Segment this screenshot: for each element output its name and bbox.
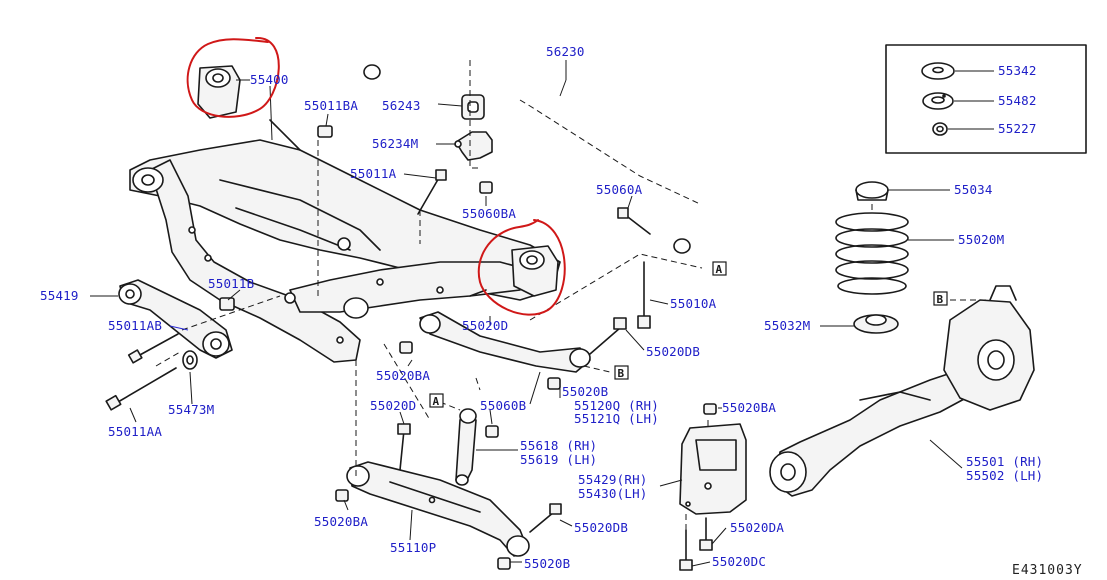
bolt-55020db-icon <box>589 317 627 355</box>
svg-text:A: A <box>716 263 723 276</box>
nut-55060b-icon <box>485 425 499 438</box>
label-55011ba[interactable]: 55011BA <box>304 98 358 113</box>
label-55482[interactable]: 55482 <box>998 93 1037 108</box>
label-55020ba-upper[interactable]: 55020BA <box>376 368 430 383</box>
label-55020b-upper[interactable]: 55020B <box>562 384 608 399</box>
label-55020db-lower[interactable]: 55020DB <box>574 520 628 535</box>
nut-55020ba-bracket-icon <box>703 403 717 415</box>
label-55060b[interactable]: 55060B <box>480 398 526 413</box>
stabilizer-clamp <box>454 131 493 161</box>
bolt-55020dc-icon <box>679 529 693 571</box>
label-55060a[interactable]: 55060A <box>596 182 643 197</box>
bolt-55011a-icon <box>417 169 447 215</box>
bolt-55020da-icon <box>699 517 713 551</box>
nut-55020b-icon <box>547 377 561 390</box>
label-55032m[interactable]: 55032M <box>764 318 810 333</box>
label-55618[interactable]: 55618 (RH) <box>520 438 597 453</box>
nut-55020b-lower-icon <box>497 557 511 570</box>
bolt-55011ab-icon <box>127 333 179 364</box>
label-55060ba[interactable]: 55060BA <box>462 206 516 221</box>
bolt-55060a-icon <box>617 207 651 235</box>
label-55110p[interactable]: 55110P <box>390 540 436 555</box>
label-55020m[interactable]: 55020M <box>958 232 1004 247</box>
inset-frame <box>885 44 1087 154</box>
svg-text:B: B <box>937 293 944 306</box>
label-55020b-lower[interactable]: 55020B <box>524 556 570 571</box>
washer-55482-icon <box>922 92 954 110</box>
nut-55020ba-lower-icon <box>335 489 349 502</box>
label-55034[interactable]: 55034 <box>954 182 993 197</box>
leader-lines <box>90 60 963 567</box>
spring-seat-55032m <box>853 314 899 334</box>
reference-marker-b-2: B <box>933 291 948 306</box>
stabilizer-bar <box>363 45 729 254</box>
red-circle-right-mount <box>477 219 566 316</box>
stabilizer-bushing <box>461 94 485 120</box>
diagram-code: E431003Y <box>1012 563 1083 578</box>
label-55011a[interactable]: 55011A <box>350 166 397 181</box>
part-labels: 55400 56230 55011BA 56243 56243 56234M 5… <box>40 44 1043 571</box>
bolt-55011aa-icon <box>105 367 177 411</box>
label-55429[interactable]: 55429(RH) <box>578 472 648 487</box>
reference-marker-a-2: A <box>429 393 444 408</box>
assembly-lines <box>155 60 990 530</box>
label-55419[interactable]: 55419 <box>40 288 79 303</box>
inset-box: 55342 55482 55227 <box>885 44 1087 154</box>
reference-marker-b-1: B <box>614 365 629 380</box>
label-55619[interactable]: 55619 (LH) <box>520 452 597 467</box>
label-55502[interactable]: 55502 (LH) <box>966 468 1043 483</box>
bolt-55020d-icon <box>397 423 411 471</box>
nut-55020ba-icon <box>399 341 413 354</box>
red-circle-left-mount <box>186 36 280 118</box>
label-55011b[interactable]: 55011B <box>208 276 254 291</box>
label-56230[interactable]: 56230 <box>546 44 585 59</box>
label-56234m[interactable]: 56234M <box>372 136 418 151</box>
label-55020ba-bracket[interactable]: 55020BA <box>722 400 776 415</box>
nut-55011b-icon <box>219 297 235 311</box>
lower-link-55110p <box>346 461 530 557</box>
label-55020db-upper[interactable]: 55020DB <box>646 344 700 359</box>
washer-55227-icon <box>932 122 948 136</box>
label-55400[interactable]: 55400 <box>250 72 289 87</box>
label-55020ba-lower[interactable]: 55020BA <box>314 514 368 529</box>
label-55010a[interactable]: 55010A <box>670 296 717 311</box>
label-55342[interactable]: 55342 <box>998 63 1037 78</box>
svg-text:A: A <box>433 395 440 408</box>
label-55121q[interactable]: 55121Q (LH) <box>574 411 659 426</box>
label-55020da[interactable]: 55020DA <box>730 520 784 535</box>
svg-text:B: B <box>618 367 625 380</box>
rear-subframe <box>129 65 561 363</box>
nut-55011ba-icon <box>317 125 333 138</box>
bracket-55429 <box>679 423 747 515</box>
label-55227[interactable]: 55227 <box>998 121 1037 136</box>
label-55430[interactable]: 55430(LH) <box>578 486 648 501</box>
label-55011aa[interactable]: 55011AA <box>108 424 162 439</box>
lower-link-55419 <box>118 279 233 359</box>
nut-55060ba-icon <box>479 181 493 194</box>
knuckle <box>943 285 1035 411</box>
toe-link-55618 <box>455 408 477 486</box>
washer-55342-icon <box>921 62 955 80</box>
label-55473m[interactable]: 55473M <box>168 402 214 417</box>
label-55501[interactable]: 55501 (RH) <box>966 454 1043 469</box>
upper-link-55120q <box>419 289 591 373</box>
bolt-55010a-icon <box>637 261 651 329</box>
label-55020d-upper[interactable]: 55020D <box>462 318 508 333</box>
bump-stop-55034 <box>855 181 889 201</box>
label-55120q[interactable]: 55120Q (RH) <box>574 398 659 413</box>
label-55011ab[interactable]: 55011AB <box>108 318 162 333</box>
label-56243-visible[interactable]: 56243 <box>382 98 421 113</box>
bolt-55020db-lower-icon <box>529 503 562 533</box>
reference-marker-a-1: A <box>712 261 727 276</box>
lower-arm-55501 <box>769 369 973 497</box>
washer-55473m-icon <box>182 350 198 370</box>
label-55020dc[interactable]: 55020DC <box>712 554 766 569</box>
label-55020d-lower[interactable]: 55020D <box>370 398 416 413</box>
coil-spring-55020m <box>835 212 909 295</box>
